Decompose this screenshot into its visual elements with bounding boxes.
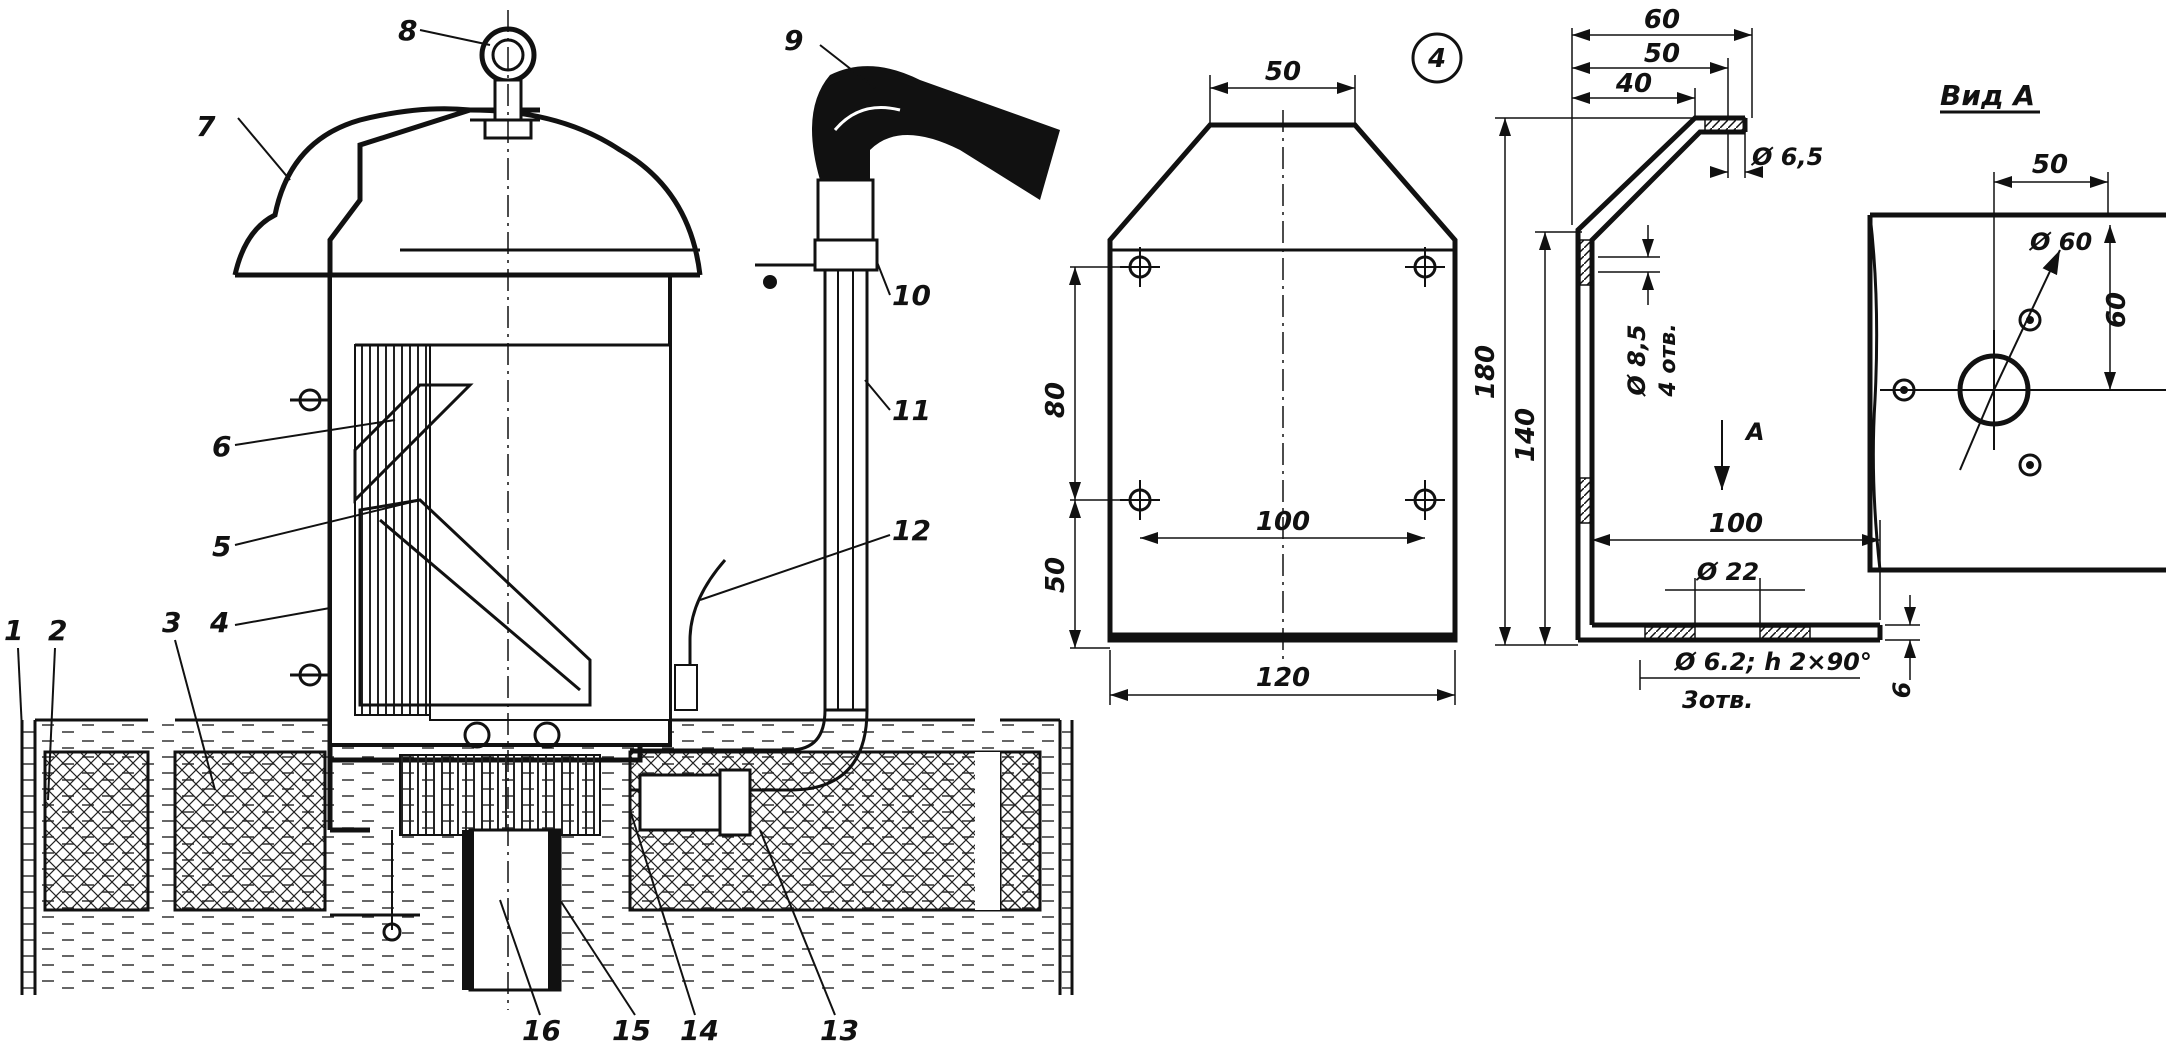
dim-view-a-d60: Ø 60	[2028, 228, 2092, 256]
cover	[232, 106, 703, 278]
callout-2: 2	[48, 614, 67, 647]
callout-7: 7	[196, 110, 216, 143]
dim-d22: Ø 22	[1695, 558, 1759, 586]
side-view: 60 50 40 Ø 6,5 180 140 Ø 8,5 4 отв. А 10…	[1471, 5, 1920, 714]
callout-9: 9	[784, 24, 803, 57]
callout-5: 5	[212, 530, 231, 563]
dim-small-hole: Ø 6,5	[1750, 143, 1823, 171]
callout-10: 10	[892, 279, 931, 312]
callout-13: 13	[820, 1014, 859, 1047]
callout-labels: 1 2 3 4 5 6 7 8 9 10 11 12 13 14 15 16	[4, 14, 931, 1047]
arrow-a-label: А	[1744, 418, 1765, 446]
dim-thread: Ø 6.2; h 2×90°	[1673, 648, 1872, 676]
callout-14: 14	[680, 1014, 719, 1047]
dim-view-a-50: 50	[2032, 150, 2068, 180]
callout-6: 6	[212, 430, 231, 463]
dim-side-60: 60	[1644, 5, 1680, 35]
callout-15: 15	[612, 1014, 651, 1047]
sensor-wire	[674, 559, 727, 711]
dim-thickness: 6	[1888, 682, 1916, 699]
callout-1: 1	[4, 614, 23, 647]
dim-large-hole-count: 4 отв.	[1656, 323, 1681, 397]
front-view: 50 80 50 100 120	[1041, 57, 1458, 705]
dim-view-a-60: 60	[2102, 292, 2132, 328]
dim-side-100: 100	[1709, 509, 1763, 539]
view-a-title: Вид А	[1940, 79, 2035, 112]
dim-v-upper: 80	[1041, 382, 1071, 418]
callout-3: 3	[162, 606, 181, 639]
callout-8: 8	[398, 14, 417, 47]
view-a: Вид А Ø 60 50 60	[1867, 79, 2166, 573]
dim-large-hole: Ø 8,5	[1623, 324, 1651, 397]
outlet-pipe	[630, 66, 1060, 837]
dim-base-width: 120	[1256, 663, 1310, 693]
leader-lines	[17, 29, 891, 1016]
foam-float	[43, 750, 1042, 912]
callout-12: 12	[892, 514, 931, 547]
dim-side-40: 40	[1615, 69, 1652, 99]
dim-hole-spacing: 100	[1256, 507, 1310, 537]
figure-number-text: 4	[1427, 44, 1446, 74]
dim-140: 140	[1511, 408, 1541, 462]
housing	[290, 107, 672, 992]
callout-16: 16	[522, 1014, 561, 1047]
figure-number: 4	[1411, 32, 1463, 84]
dim-thread-count: 3отв.	[1682, 686, 1753, 714]
assembly-drawing: 1 2 3 4 5 6 7 8 9 10 11 12 13 14 15 16	[4, 10, 1074, 1047]
dim-top-width: 50	[1265, 57, 1301, 87]
dim-v-lower: 50	[1041, 557, 1071, 593]
dim-180: 180	[1471, 345, 1501, 399]
dim-side-50: 50	[1644, 39, 1680, 69]
callout-11: 11	[892, 394, 931, 427]
callout-4: 4	[209, 606, 229, 639]
